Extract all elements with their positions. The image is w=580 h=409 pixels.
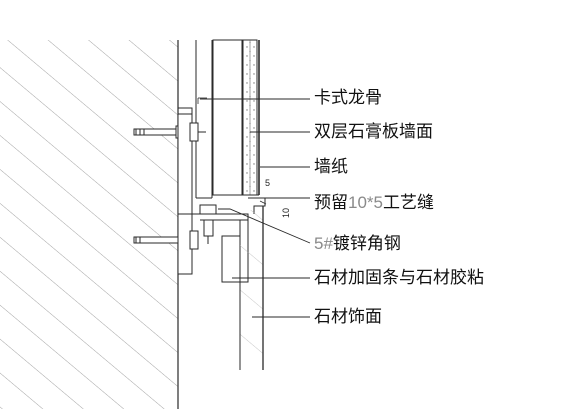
label-angle-number: 5# bbox=[314, 234, 333, 253]
label-reveal-prefix: 预留 bbox=[314, 193, 348, 213]
gap-width-dimension: 5 bbox=[265, 178, 271, 188]
reveal-slot bbox=[248, 197, 267, 214]
stone-cladding bbox=[239, 206, 264, 370]
label-angle-steel: 5#镀锌角钢 bbox=[314, 234, 401, 254]
label-wallpaper: 墙纸 bbox=[314, 157, 348, 177]
label-angle-text: 镀锌角钢 bbox=[332, 234, 401, 254]
label-reveal-slot: 预留10*5工艺缝 bbox=[314, 193, 434, 213]
anchor-bolt-upper bbox=[133, 113, 206, 235]
gap-height-dimension: 10 bbox=[281, 207, 292, 219]
keel-gypsum-assembly bbox=[178, 39, 260, 199]
label-keel: 卡式龙骨 bbox=[314, 88, 382, 108]
label-reveal-suffix: 工艺缝 bbox=[382, 193, 434, 213]
concrete-wall bbox=[0, 40, 179, 409]
label-stone-facing: 石材饰面 bbox=[314, 307, 382, 327]
label-gypsum-wall: 双层石膏板墙面 bbox=[314, 122, 433, 142]
label-reveal-number: 10*5 bbox=[348, 193, 383, 212]
label-stone-reinforcement: 石材加固条与石材胶粘 bbox=[314, 268, 484, 288]
leader-lines bbox=[200, 98, 311, 318]
